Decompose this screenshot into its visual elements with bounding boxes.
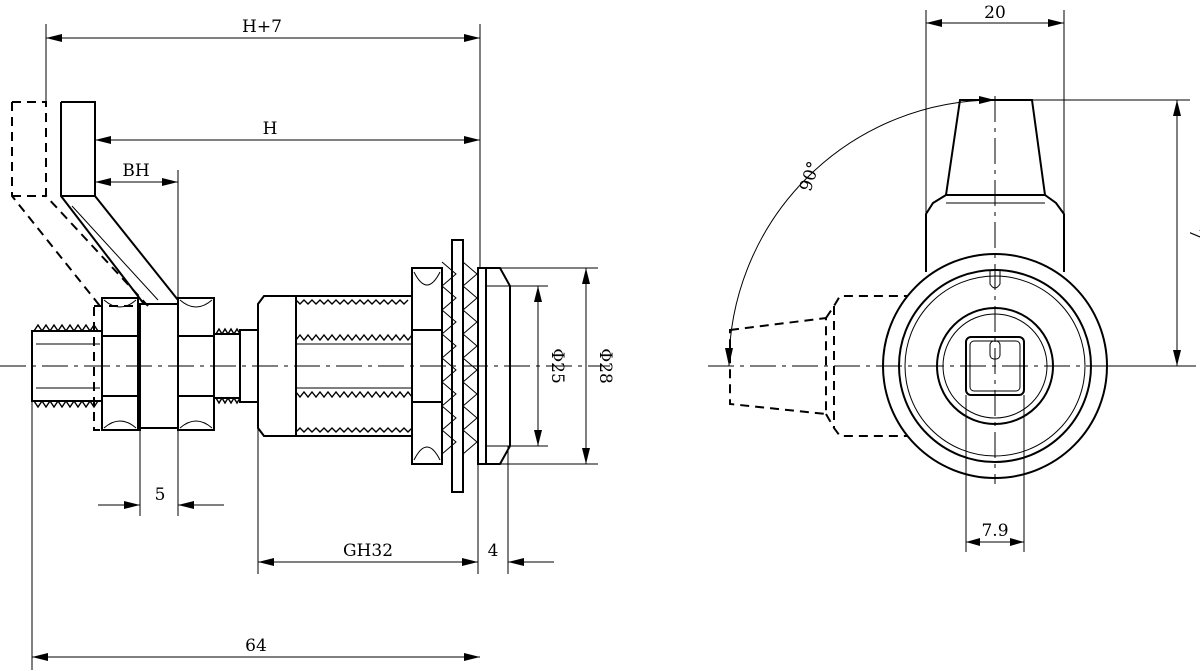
top-indicator-notch — [989, 269, 1001, 289]
dim-20-label: 20 — [984, 3, 1006, 23]
dim-7-label: 7 — [1185, 229, 1200, 240]
dim-h-plus-7-label: H+7 — [242, 17, 282, 37]
dim-64-label: 64 — [245, 636, 267, 656]
panel-nut — [411, 267, 443, 465]
dim-64: 64 — [31, 401, 480, 670]
handle — [60, 101, 179, 305]
bezel-inner-ring — [904, 275, 1086, 457]
dim-bh: BH — [95, 161, 179, 516]
dim-90-degree-label: 90° — [796, 159, 824, 194]
threaded-stud-left — [31, 323, 103, 409]
dim-7-9: 7.9 — [965, 395, 1025, 552]
plug-inner-circle — [942, 313, 1048, 419]
dim-dia-25: Φ25 — [510, 285, 567, 447]
dim-7: 7 — [1032, 99, 1200, 367]
dim-4-label: 4 — [488, 541, 499, 561]
dim-gh32-label: GH32 — [343, 541, 393, 561]
dim-bh-label: BH — [122, 161, 149, 181]
dim-dia-28: Φ28 — [500, 267, 615, 465]
dim-90-degree: 90° — [725, 96, 996, 367]
dim-gh32: GH32 — [257, 428, 509, 574]
bezel-outer-circle — [882, 253, 1108, 479]
dim-5: 5 — [98, 430, 224, 516]
dim-dia-25-label: Φ25 — [547, 348, 567, 384]
front-handle-rotated — [729, 295, 908, 437]
front-handle — [925, 99, 1065, 272]
hex-nut-left — [101, 297, 139, 431]
hex-nut-middle — [177, 297, 215, 431]
indicator-mark — [989, 340, 1001, 360]
dim-h-label: H — [263, 119, 278, 139]
dim-h-plus-7: H+7 — [45, 17, 481, 268]
side-view: H+7 H BH 5 — [0, 17, 615, 670]
front-view: 90° 20 7 7.9 — [708, 3, 1200, 552]
dim-4: 4 — [488, 541, 554, 566]
key-socket — [965, 336, 1025, 396]
dim-5-label: 5 — [155, 485, 166, 505]
dim-h: H — [95, 119, 480, 144]
plug-circle — [936, 307, 1054, 425]
dim-7-9-label: 7.9 — [981, 521, 1008, 541]
dim-20: 20 — [925, 3, 1065, 214]
serrated-washer — [441, 239, 478, 493]
dim-dia-28-label: Φ28 — [595, 348, 615, 384]
front-bezel — [477, 267, 511, 465]
